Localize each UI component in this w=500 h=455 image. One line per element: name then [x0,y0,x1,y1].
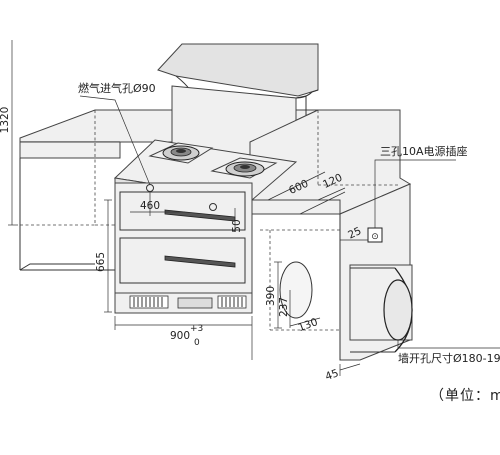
dim-900-tol-plus: +3 [190,324,203,334]
dim-25: 25 [346,225,363,242]
labels: 燃气进气孔Ø90 三孔10A电源插座 墙开孔尺寸Ø180-190 （单位：mm） [78,81,500,404]
dim-45: 45 [324,367,341,383]
dim-390: 390 [265,286,277,306]
power-socket: ⊙ [367,159,456,243]
dimension-lines [8,40,500,376]
vent-grille [129,295,247,309]
dim-130: 130 [297,316,320,334]
wall-hole [279,261,413,353]
unit-label: （单位：mm） [430,388,500,404]
dim-900-tol-zero: 0 [194,338,200,348]
dim-1320: 1320 [0,107,11,134]
socket-label: 三孔10A电源插座 [380,144,468,158]
burner-left [148,142,214,164]
wall-hole-label: 墙开孔尺寸Ø180-190 [398,351,500,365]
dim-460: 460 [140,200,160,212]
dim-665: 665 [95,252,107,272]
knob-marker [209,203,217,211]
dim-900: 900 [170,330,190,342]
burner-right [210,157,278,179]
gas-hole-label: 燃气进气孔Ø90 [78,81,156,95]
socket-glyph: ⊙ [371,232,379,242]
dim-237: 237 [278,297,290,317]
dim-50: 50 [231,219,243,232]
